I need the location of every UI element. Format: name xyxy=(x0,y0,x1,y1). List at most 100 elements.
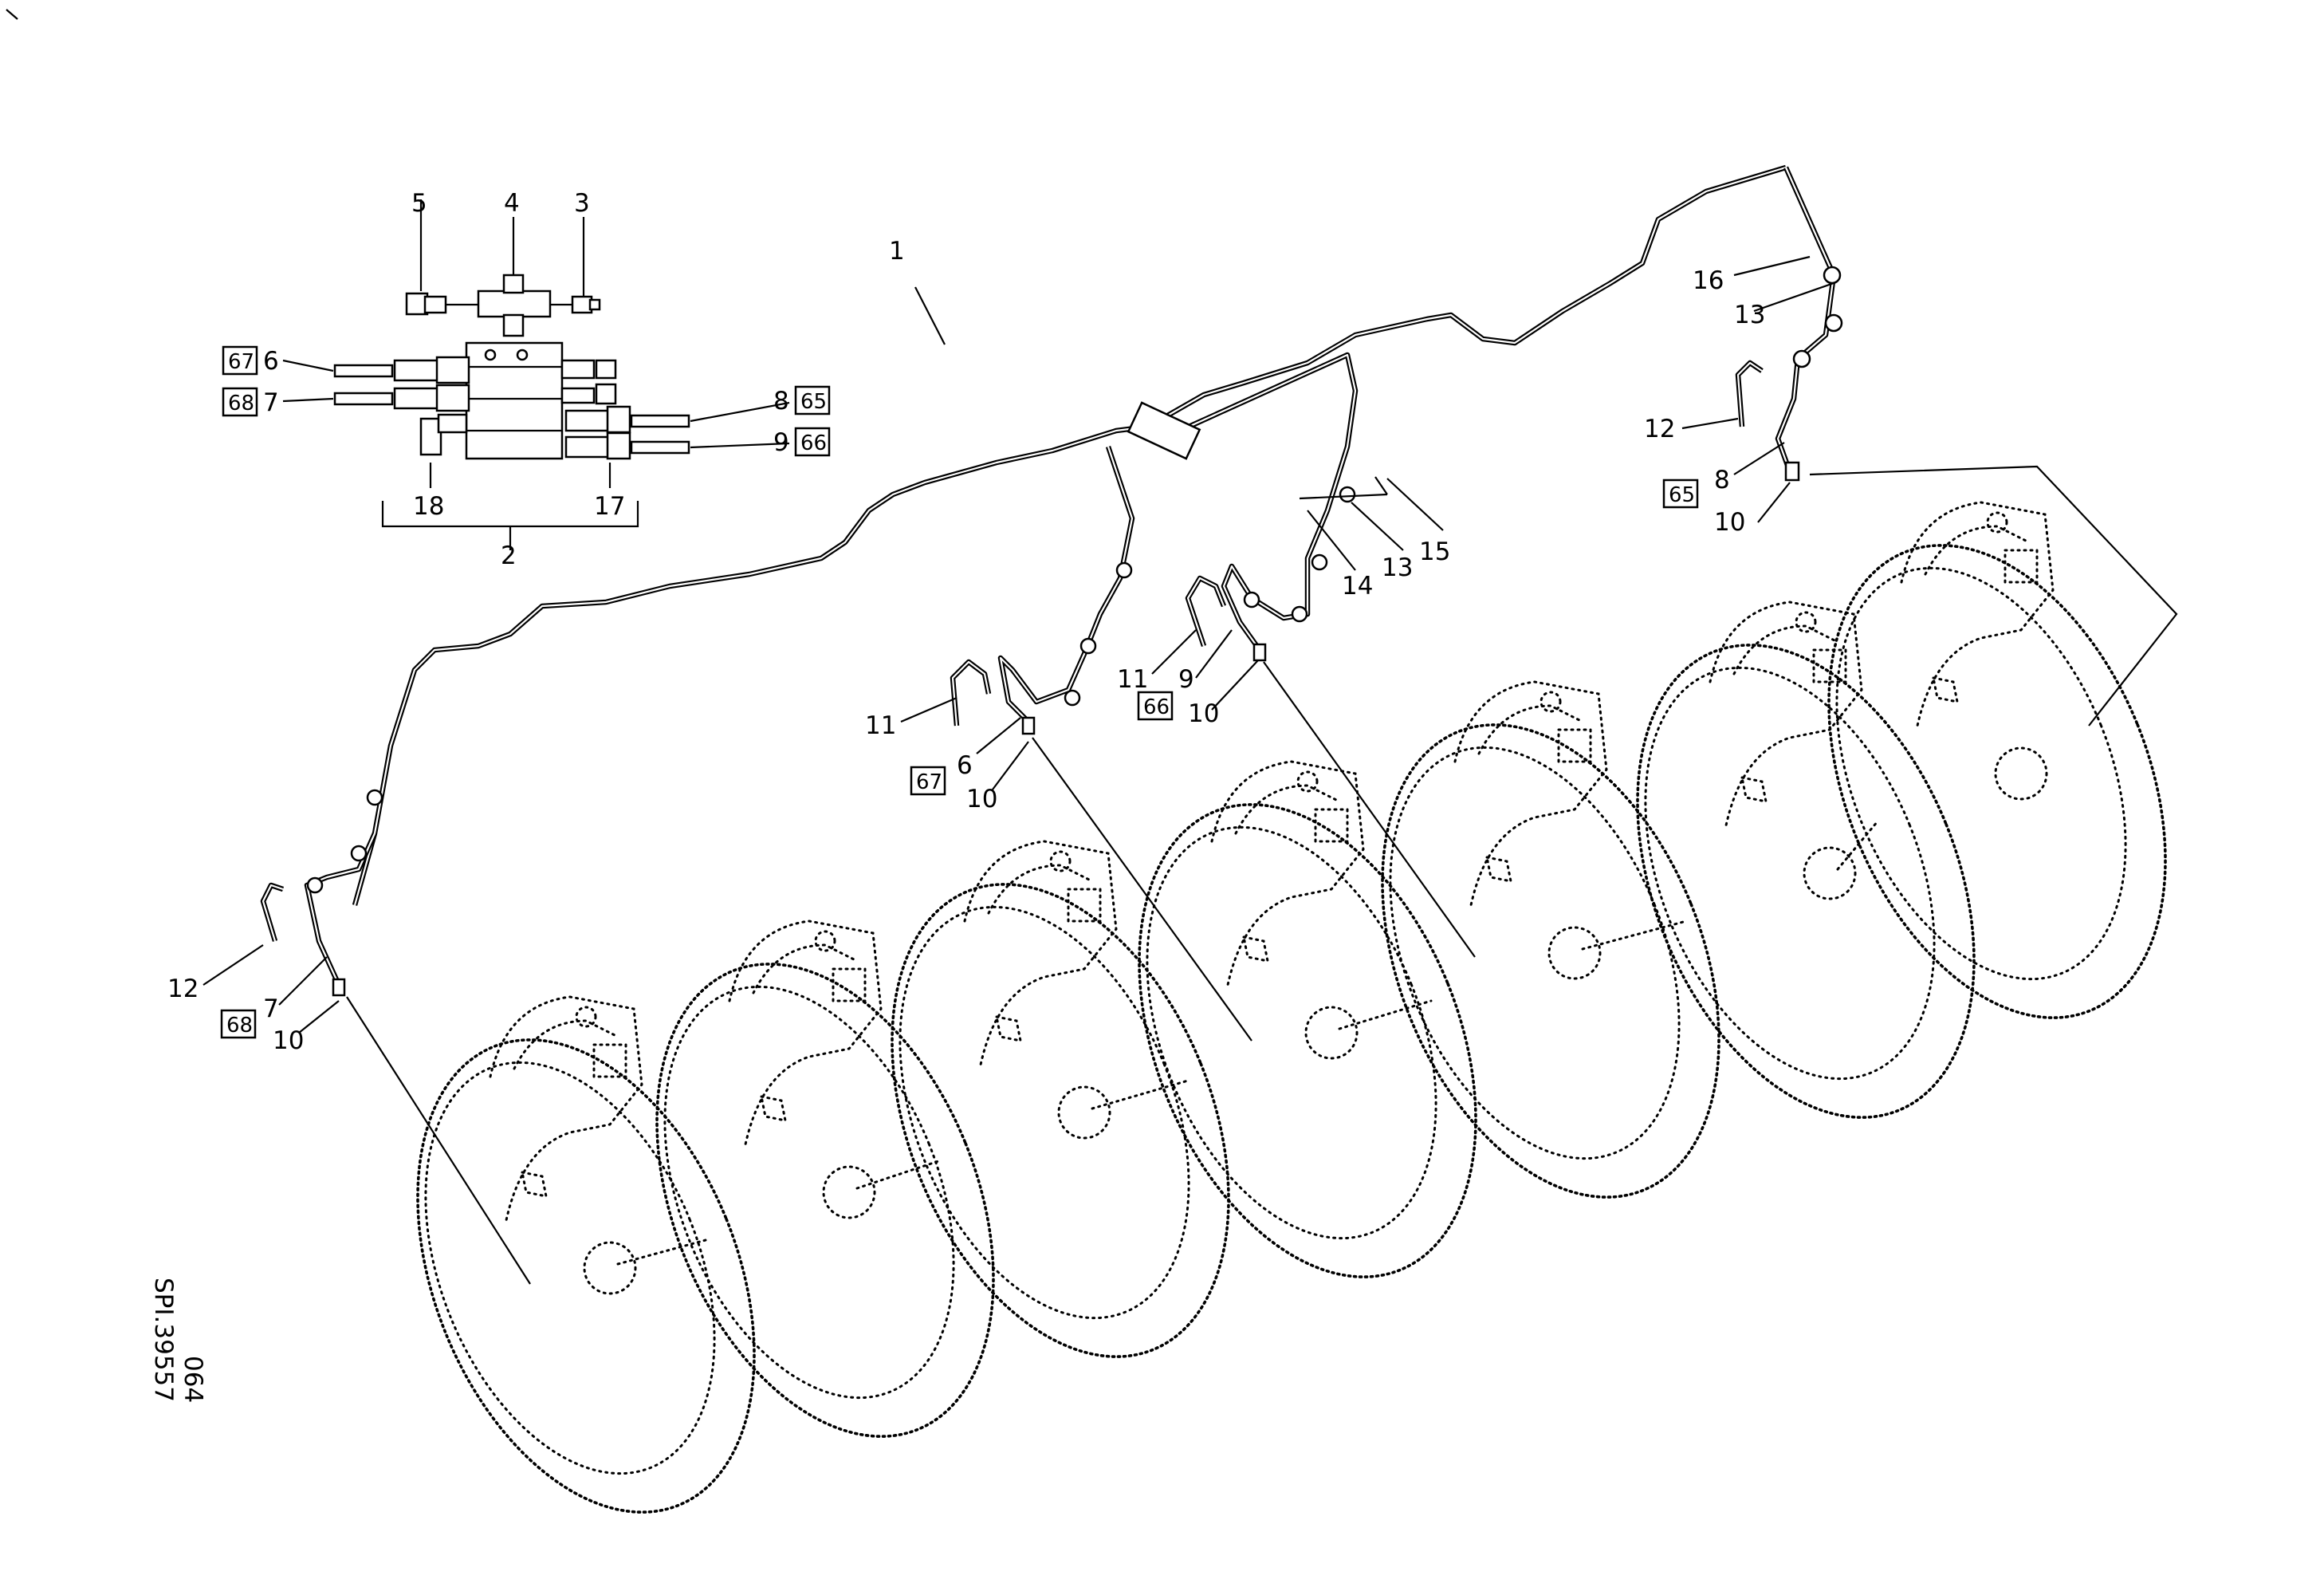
page-ref-67a: 67 xyxy=(228,350,254,374)
gearbox-edge-2 xyxy=(752,943,859,994)
callout-11a: 11 xyxy=(1117,665,1148,694)
callout-3: 3 xyxy=(574,189,590,218)
unit-leaders xyxy=(346,465,2178,1285)
gearbox-plug-1 xyxy=(575,1006,597,1028)
figure-codes: 064 SPI.39557 xyxy=(149,1278,207,1403)
valve-detail xyxy=(282,199,790,550)
disc-hub-7 xyxy=(1994,746,2048,801)
drive-shaft-5 xyxy=(1581,920,1688,951)
disc-2 xyxy=(655,963,995,1438)
disc-hub-2 xyxy=(822,1165,876,1219)
hub-clamp-4 xyxy=(1242,935,1269,963)
disc-rim-1 xyxy=(424,1061,716,1475)
callout-9b: 9 xyxy=(1178,665,1194,694)
disc-6 xyxy=(1636,644,1976,1119)
callout-4: 4 xyxy=(504,189,520,218)
gearbox-housing-3 xyxy=(963,840,1118,1066)
disc-hub-6 xyxy=(1803,846,1857,900)
disc-3 xyxy=(891,883,1230,1358)
callout-10c: 10 xyxy=(966,785,997,813)
callout-13b: 13 xyxy=(1382,553,1413,582)
gearbox-edge-3 xyxy=(987,864,1094,915)
main-hydraulic-line xyxy=(304,164,1843,997)
gearbox-plug-5 xyxy=(1540,691,1562,713)
gearbox-edge-4 xyxy=(1234,784,1341,835)
gearbox-edge-5 xyxy=(1477,704,1584,755)
gearbox-edge-6 xyxy=(1732,624,1839,675)
gearbox-plug-7 xyxy=(1986,511,2008,534)
hub-clamp-7 xyxy=(1932,676,1959,703)
callout-8b: 8 xyxy=(1714,466,1730,494)
gearbox-plug-4 xyxy=(1296,770,1319,793)
callout-9a: 9 xyxy=(773,428,789,457)
page-ref-67b: 67 xyxy=(916,770,942,794)
gearbox-edge-7 xyxy=(1924,525,2031,576)
drive-shaft-1 xyxy=(616,1239,707,1266)
callout-6b: 6 xyxy=(957,751,973,780)
gearbox-plug-2 xyxy=(814,930,836,952)
reference-code: SPI.39557 xyxy=(149,1278,178,1402)
page-ref-66a: 66 xyxy=(800,431,827,455)
drive-shaft-2 xyxy=(855,1159,942,1190)
callout-7a: 7 xyxy=(263,388,279,417)
callout-10d: 10 xyxy=(273,1026,304,1055)
page-code: 064 xyxy=(179,1356,207,1403)
disc-hub-5 xyxy=(1547,926,1602,980)
callout-5: 5 xyxy=(411,189,427,218)
hose-pieces xyxy=(260,360,1764,942)
page-ref-66b: 66 xyxy=(1143,695,1170,719)
disc-4 xyxy=(1138,803,1477,1278)
callout-18: 18 xyxy=(413,492,444,521)
callout-14: 14 xyxy=(1342,572,1373,601)
gearbox-housing-5 xyxy=(1453,680,1608,907)
hub-clamp-6 xyxy=(1740,776,1768,803)
page-ref-65a: 65 xyxy=(800,390,827,414)
disc-hub-1 xyxy=(583,1241,637,1295)
page-ref-68b: 68 xyxy=(226,1014,253,1038)
callout-17: 17 xyxy=(594,492,625,521)
callout-12b: 12 xyxy=(167,975,199,1003)
callout-8a: 8 xyxy=(773,387,789,415)
drive-shaft-4 xyxy=(1338,999,1433,1030)
hub-clamp-5 xyxy=(1485,856,1512,883)
hub-clamp-3 xyxy=(995,1015,1022,1042)
page-ref-65b: 65 xyxy=(1669,483,1695,507)
disc-rim-5 xyxy=(1389,746,1681,1160)
page-ref-68a: 68 xyxy=(228,392,254,415)
gearbox-housing-1 xyxy=(489,995,643,1222)
callout-7b: 7 xyxy=(263,994,279,1023)
gearbox-housing-2 xyxy=(728,920,883,1146)
disc-rim-4 xyxy=(1146,825,1437,1240)
callout-10b: 10 xyxy=(1188,699,1219,728)
disc-hub-4 xyxy=(1304,1006,1359,1060)
callout-2: 2 xyxy=(501,542,517,570)
callout-12a: 12 xyxy=(1644,415,1675,443)
disc-1 xyxy=(416,1038,756,1514)
disc-hub-3 xyxy=(1057,1085,1111,1140)
callout-labels: 1 2 3 4 5 6 7 8 9 18 17 16 13 12 8 10 15… xyxy=(167,189,1765,1055)
gearbox-edge-1 xyxy=(513,1019,619,1070)
callout-11b: 11 xyxy=(865,711,896,740)
disc-rim-6 xyxy=(1644,666,1936,1081)
gearbox-plug-6 xyxy=(1795,611,1817,633)
gearbox-housing-7 xyxy=(1900,501,2055,727)
disc-rim-2 xyxy=(663,985,955,1400)
disc-7 xyxy=(1827,544,2167,1019)
disc-units xyxy=(416,501,2167,1514)
callout-6a: 6 xyxy=(263,347,279,376)
disc-rim-7 xyxy=(1835,566,2127,981)
callout-13a: 13 xyxy=(1734,301,1765,329)
callout-15: 15 xyxy=(1419,538,1450,566)
corner-mark xyxy=(6,9,18,20)
hub-clamp-1 xyxy=(521,1171,548,1198)
callout-10a: 10 xyxy=(1714,508,1745,537)
drive-shaft-6 xyxy=(1836,820,1879,871)
disc-rim-3 xyxy=(899,905,1190,1320)
callout-1: 1 xyxy=(889,237,905,266)
callout-16: 16 xyxy=(1693,266,1724,295)
gearbox-plug-3 xyxy=(1049,850,1072,872)
gearbox-housing-4 xyxy=(1210,760,1365,987)
hub-clamp-2 xyxy=(760,1095,787,1122)
disc-5 xyxy=(1381,723,1720,1199)
